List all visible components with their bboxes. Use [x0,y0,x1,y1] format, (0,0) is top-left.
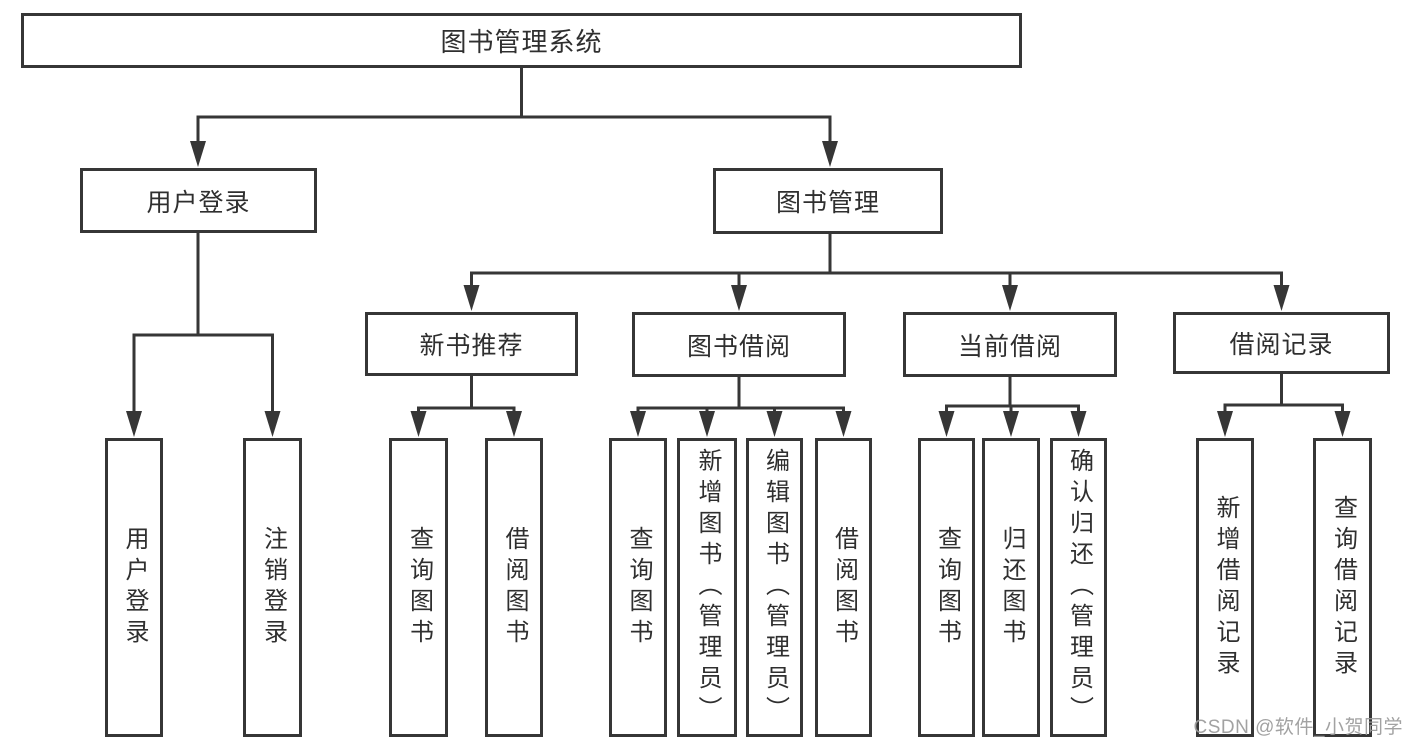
csdn-watermark: CSDN @软件_小贺同学 [1193,717,1403,738]
node-borrow-records: 借阅记录 [1173,312,1390,374]
node-label: 当前借阅 [957,332,1062,361]
leaf-label: 用户登录 [121,525,148,650]
leaf-label: 借阅图书 [830,525,858,650]
node-new-book-recommend: 新书推荐 [365,312,578,376]
node-user-login: 用户登录 [80,168,317,233]
leaf-user-login: 用户登录 [105,438,163,737]
leaf-logout-login: 注销登录 [243,438,302,737]
leaf-query-borrow-record: 查询借阅记录 [1313,438,1372,737]
node-label: 借阅记录 [1229,331,1334,359]
leaf-query-books-current: 查询图书 [918,438,975,737]
leaf-label: 新增图书（管理员） [694,448,721,727]
node-book-borrow: 图书借阅 [632,312,846,377]
leaf-borrow-books: 借阅图书 [815,438,872,737]
leaf-borrow-books-recommend: 借阅图书 [485,438,543,737]
leaf-add-books-admin: 新增图书（管理员） [677,438,737,737]
leaf-query-books-borrow: 查询图书 [609,438,667,737]
leaf-add-borrow-record: 新增借阅记录 [1196,438,1254,737]
leaf-label: 查询借阅记录 [1329,494,1357,681]
node-label: 图书管理系统 [440,27,603,57]
leaf-label: 借阅图书 [501,525,528,650]
node-current-borrow: 当前借阅 [903,312,1117,377]
leaf-label: 编辑图书（管理员） [761,448,789,727]
leaf-label: 查询图书 [933,525,961,650]
node-label: 新书推荐 [419,332,524,360]
leaf-label: 新增借阅记录 [1212,494,1239,681]
leaf-label: 查询图书 [405,525,433,650]
node-label: 图书借阅 [686,332,791,361]
leaf-label: 确认归还（管理员） [1065,448,1093,727]
leaf-confirm-return-admin: 确认归还（管理员） [1050,438,1107,737]
leaf-label: 注销登录 [259,525,287,650]
leaf-query-books-recommend: 查询图书 [389,438,448,737]
leaf-label: 归还图书 [998,525,1025,650]
node-book-management: 图书管理 [713,168,943,234]
node-label: 用户登录 [146,188,251,217]
node-library-management-system: 图书管理系统 [21,13,1022,68]
node-label: 图书管理 [775,189,880,217]
leaf-return-books: 归还图书 [982,438,1040,737]
leaf-edit-books-admin: 编辑图书（管理员） [746,438,803,737]
leaf-label: 查询图书 [625,525,652,650]
